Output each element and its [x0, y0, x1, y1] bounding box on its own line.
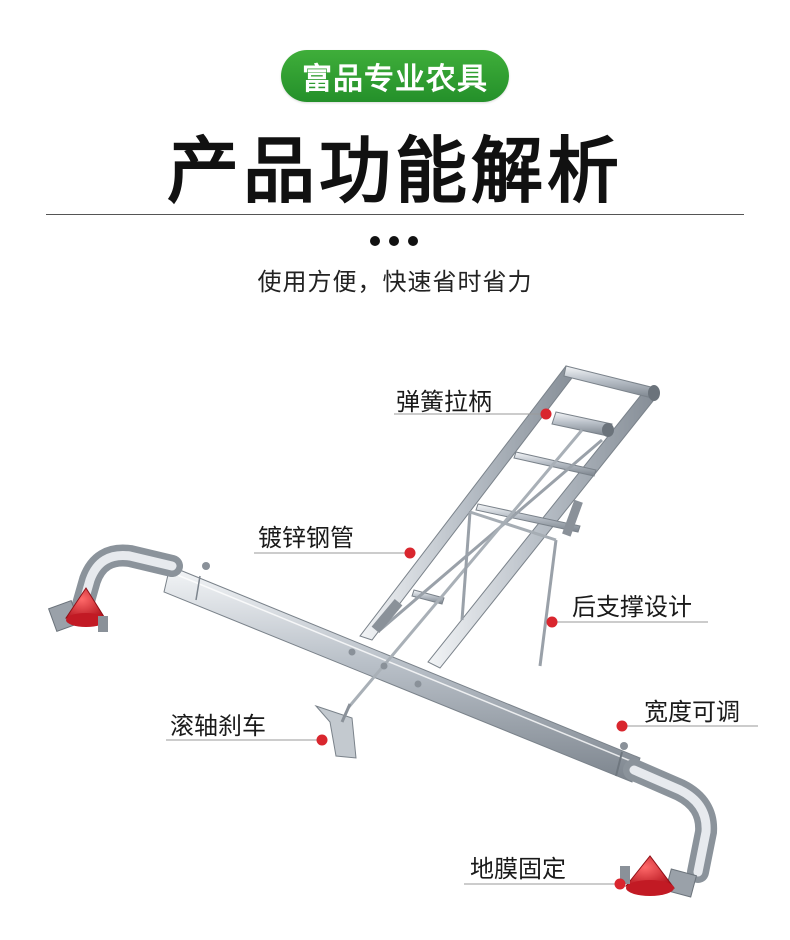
callout-spring-handle: 弹簧拉柄: [396, 388, 492, 416]
rear-support-legs: [460, 510, 558, 667]
page-title: 产品功能解析: [166, 129, 623, 213]
handle-frame: [346, 365, 660, 709]
page-subtitle: 使用方便，快速省时省力: [257, 268, 533, 296]
screw-icon: [620, 742, 628, 750]
crossbar: [163, 565, 641, 783]
screw-icon: [380, 662, 388, 670]
screw-icon: [348, 648, 356, 656]
ellipsis-dots: [370, 236, 418, 246]
callout-lines: [166, 408, 758, 890]
screw-icon: [414, 680, 422, 688]
callout-roller-brake: 滚轴刹车: [170, 712, 266, 740]
brand-badge: 富品专业农具: [281, 50, 509, 102]
callout-film-fixing: 地膜固定: [470, 855, 566, 883]
callout-rear-support: 后支撑设计: [572, 593, 692, 621]
roller-brake-plate: [314, 703, 357, 759]
callout-width-adjustable: 宽度可调: [644, 698, 740, 726]
screw-icon: [202, 562, 210, 570]
left-curved-arm: [47, 544, 183, 633]
callout-galvanized-steel-pipe: 镀锌钢管: [258, 524, 354, 552]
right-curved-arm: [620, 759, 718, 898]
divider: [46, 214, 744, 215]
